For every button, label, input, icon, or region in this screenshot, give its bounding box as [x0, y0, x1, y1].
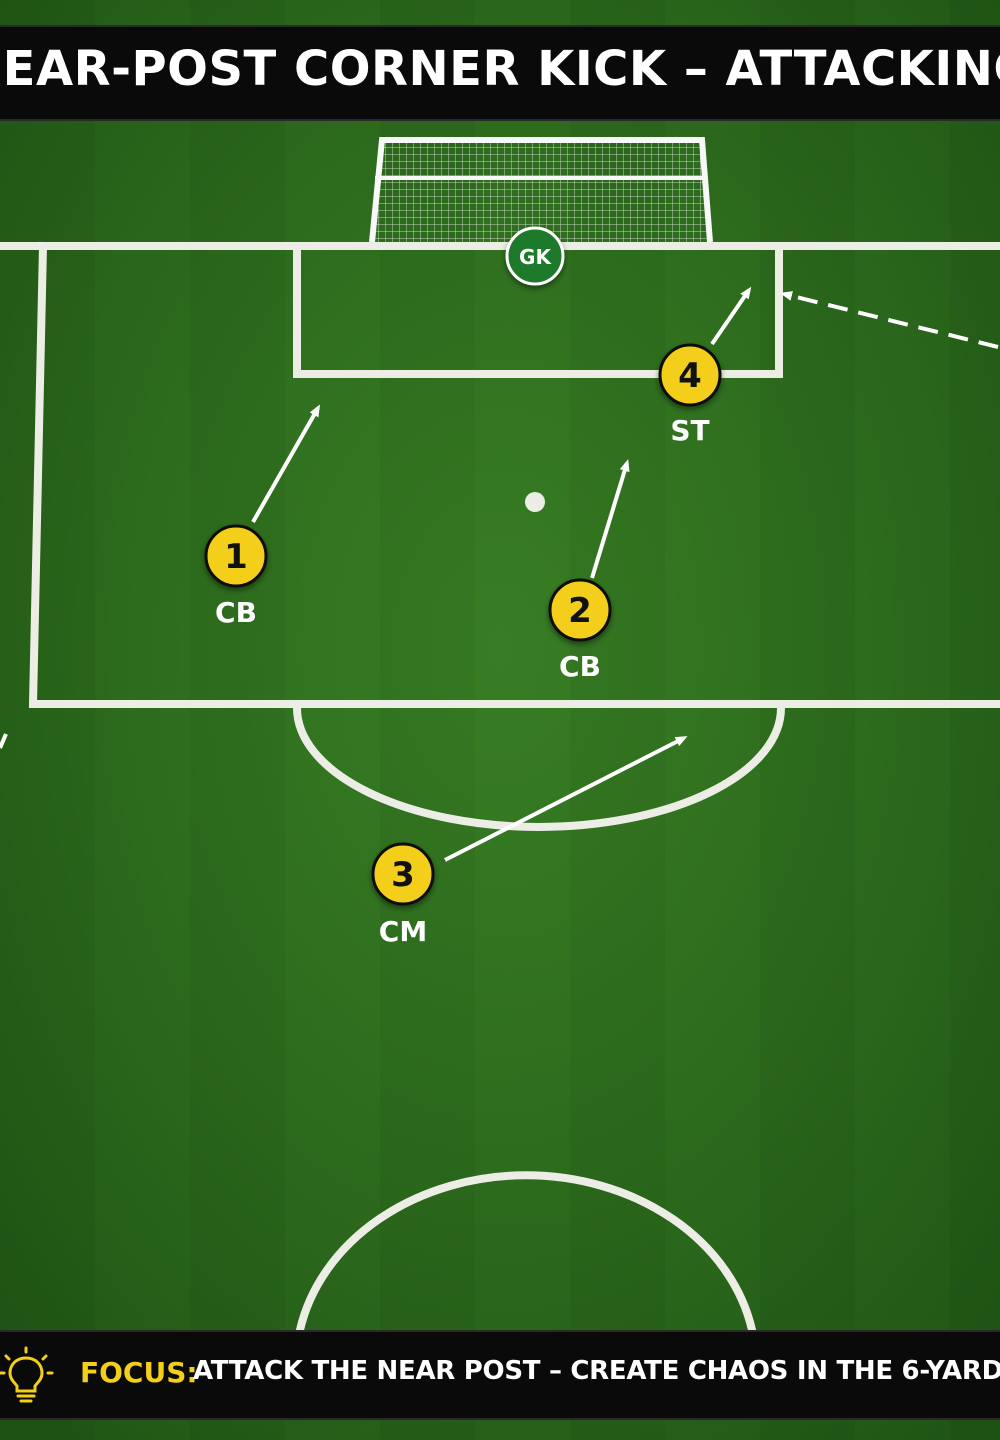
title-banner: NEAR-POST CORNER KICK – ATTACKING SET PL…	[0, 25, 1000, 121]
player-number: 2	[568, 591, 592, 631]
penalty-arc	[292, 703, 786, 831]
run-arrow-2	[590, 459, 630, 579]
run-arrow-3	[444, 736, 688, 862]
movement-arrows	[0, 286, 999, 862]
goalkeeper-label: GK	[519, 245, 552, 269]
page-title: NEAR-POST CORNER KICK – ATTACKING SET PL…	[0, 41, 1000, 97]
player-position: CB	[215, 596, 257, 629]
player-position: CB	[559, 650, 601, 683]
penalty-area	[28, 241, 1000, 708]
six-yard-box	[293, 242, 783, 378]
run-arrow-1	[251, 404, 320, 523]
focus-label: FOCUS:	[80, 1356, 198, 1389]
focus-text: ATTACK THE NEAR POST – CREATE CHAOS IN T…	[193, 1356, 1000, 1386]
offscreen-arrow-left	[0, 733, 8, 749]
goal	[369, 137, 713, 243]
center-circle	[295, 1171, 757, 1335]
lightbulb-icon	[0, 1346, 54, 1403]
player-number: 1	[224, 537, 248, 577]
player-number: 4	[678, 356, 702, 396]
corner-delivery-arrow	[780, 291, 999, 349]
player-position: ST	[670, 414, 709, 447]
goalkeeper: GK	[505, 226, 565, 286]
run-arrow-4	[710, 286, 752, 346]
player-3: 3 CM	[371, 842, 435, 948]
player-4: 4 ST	[658, 343, 722, 447]
player-number: 3	[391, 855, 415, 895]
player-2: 2 CB	[548, 578, 612, 683]
pitch-markings	[0, 241, 1000, 1335]
penalty-spot	[525, 492, 545, 512]
player-1: 1 CB	[204, 524, 268, 629]
focus-banner: FOCUS: ATTACK THE NEAR POST – CREATE CHA…	[0, 1330, 1000, 1420]
player-position: CM	[379, 915, 427, 948]
